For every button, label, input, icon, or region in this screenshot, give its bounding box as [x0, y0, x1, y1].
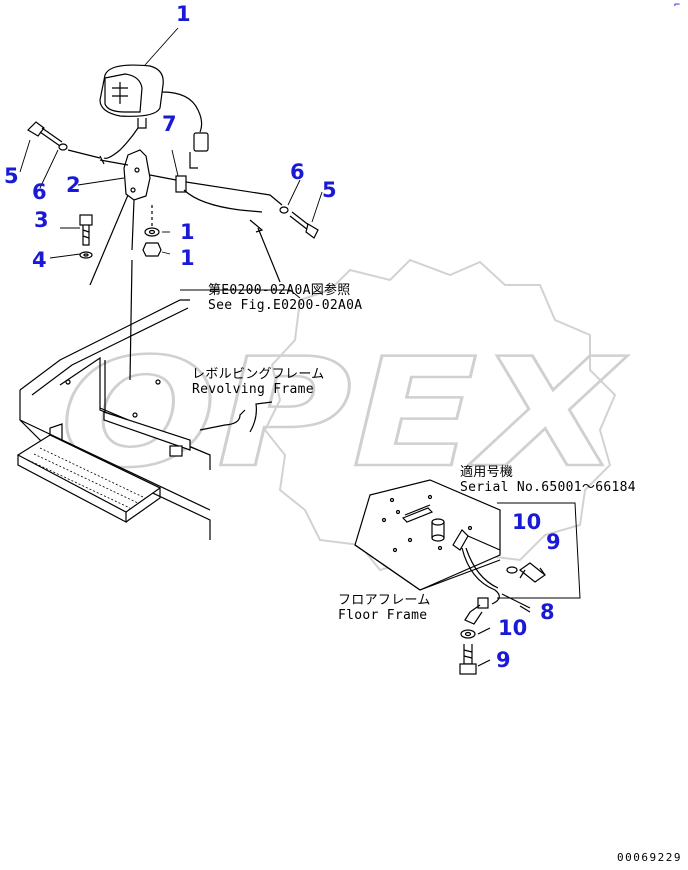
floor-frame-jp: フロアフレーム: [338, 593, 431, 608]
serial-note-en: Serial No.65001～66184: [460, 479, 636, 495]
callout-9-upper-bolt: 9: [546, 530, 561, 554]
floor-frame: [249, 401, 501, 591]
revolving-frame-en: Revolving Frame: [192, 381, 314, 397]
floor-frame-label: フロアフレーム Floor Frame: [338, 593, 431, 624]
callout-6-right-washer: 6: [290, 160, 305, 184]
document-number: 00069229: [617, 851, 682, 864]
harness: [149, 174, 283, 283]
bolt-washer-left: [27, 121, 101, 159]
floor-frame-en: Floor Frame: [338, 607, 428, 623]
line-art: [16, 27, 581, 675]
serial-note-jp: 適用号機: [460, 465, 514, 480]
work-lamp: [99, 64, 209, 169]
washer-nut: [142, 205, 162, 257]
leader-8: [519, 605, 531, 613]
callout-7-connector: 7: [162, 112, 177, 136]
callout-4-washer: 4: [32, 248, 47, 272]
reference-note-jp: 第E0200-02A0A図参照: [208, 283, 351, 298]
callout-9-lower-bolt: 9: [496, 648, 511, 672]
callout-3-bolt: 3: [34, 208, 49, 232]
callout-1-washer: 1: [180, 220, 195, 244]
leaders: [19, 27, 323, 299]
bolt-3: [79, 214, 93, 259]
revolving-frame-label: レボルビングフレーム Revolving Frame: [192, 367, 325, 398]
serial-note: 適用号機 Serial No.65001～66184: [460, 465, 636, 496]
watermark: OPEX: [59, 258, 629, 577]
callout-1-lamp: 1: [176, 2, 191, 26]
bolt-washer-right: [279, 206, 319, 239]
ground-cable: [452, 502, 581, 625]
watermark-gear: [263, 258, 617, 577]
watermark-text: OPEX: [60, 327, 628, 501]
step: [16, 409, 246, 523]
callout-10-lower-washer: 10: [498, 616, 528, 640]
callout-2-bracket: 2: [66, 173, 81, 197]
reference-note-en: See Fig.E0200-02A0A: [208, 297, 363, 313]
revolving-frame: [19, 259, 211, 540]
callout-1-nut: 1: [180, 246, 195, 270]
lower-bolt: [459, 627, 491, 675]
callout-5-left-bolt: 5: [4, 164, 19, 188]
corner-mark: ⌐: [674, 0, 681, 11]
bracket: [89, 149, 151, 286]
revolving-frame-jp: レボルビングフレーム: [192, 367, 325, 382]
callout-10-upper-washer: 10: [512, 510, 542, 534]
callout-5-right-bolt: 5: [322, 178, 337, 202]
reference-note: 第E0200-02A0A図参照 See Fig.E0200-02A0A: [208, 283, 363, 314]
callout-6-left-washer: 6: [32, 180, 47, 204]
callout-8-ground-cable: 8: [540, 600, 555, 624]
